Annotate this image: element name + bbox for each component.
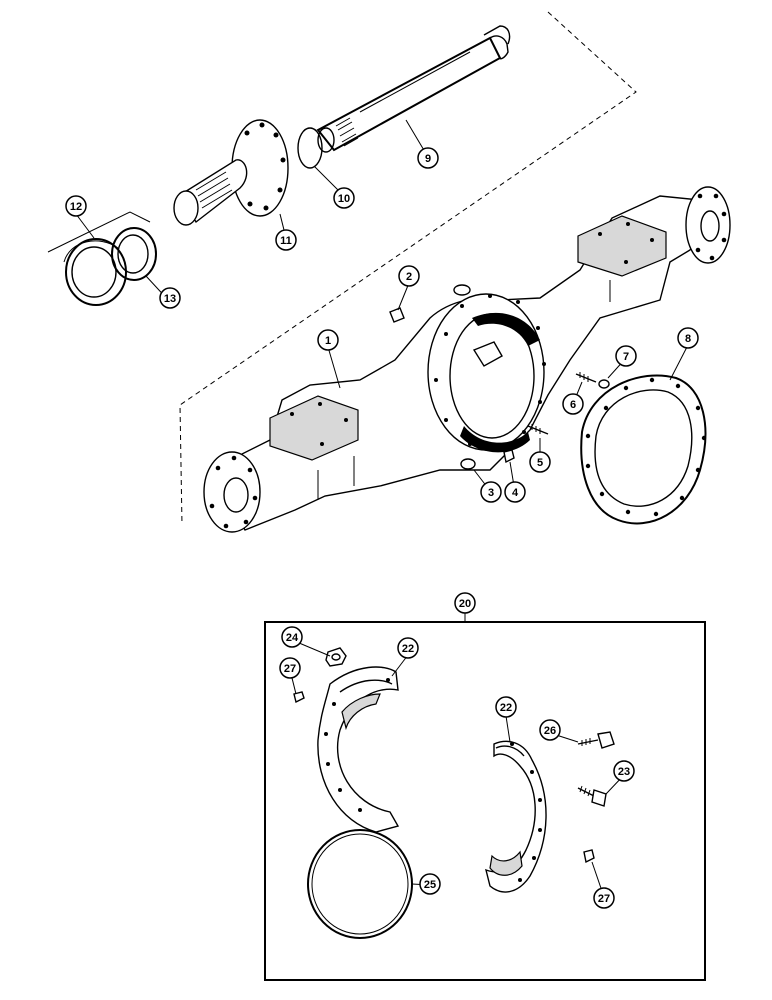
- callout-circle: [480, 481, 502, 503]
- fitting-4: [503, 449, 515, 464]
- washer-7: [598, 379, 610, 389]
- callout-c7: 7: [615, 345, 637, 367]
- callout-circle: [495, 696, 517, 718]
- stud-6: [575, 372, 597, 383]
- plug-3: [460, 458, 476, 470]
- callout-c27b: 27: [593, 887, 615, 909]
- callout-circle: [677, 327, 699, 349]
- callout-c6: 6: [562, 393, 584, 415]
- callout-number: 8: [685, 333, 691, 345]
- kit-box: [264, 621, 706, 981]
- callout-c8: 8: [677, 327, 699, 349]
- callout-circle: [529, 451, 551, 473]
- callout-number: 26: [544, 725, 556, 737]
- callout-number: 23: [618, 766, 630, 778]
- callout-circle: [615, 345, 637, 367]
- gasket: [580, 374, 707, 525]
- callout-circle: [279, 657, 301, 679]
- seal-rings: [47, 211, 157, 306]
- callout-c25: 25: [419, 873, 441, 895]
- callout-number: 24: [286, 632, 299, 644]
- o-ring-25: [307, 829, 413, 939]
- axle-shaft: [316, 25, 511, 153]
- fitting-27-bottom: [583, 849, 595, 864]
- callout-c23: 23: [613, 760, 635, 782]
- callout-circle: [419, 873, 441, 895]
- callout-circle: [539, 719, 561, 741]
- callout-number: 2: [406, 271, 412, 283]
- callout-c22b: 22: [495, 696, 517, 718]
- callout-number: 6: [570, 399, 576, 411]
- callout-c13: 13: [159, 287, 181, 309]
- callout-c5: 5: [529, 451, 551, 473]
- bolt-23: [577, 785, 607, 807]
- callout-number: 12: [70, 201, 82, 213]
- fitting-27-top: [293, 691, 305, 704]
- callout-c20: 20: [454, 592, 476, 614]
- callout-number: 11: [280, 235, 292, 247]
- callout-circle: [593, 887, 615, 909]
- callout-number: 10: [338, 193, 350, 205]
- stud-5: [527, 424, 549, 435]
- callout-number: 13: [164, 293, 176, 305]
- callout-c9: 9: [417, 147, 439, 169]
- nut-24: [325, 647, 347, 667]
- callout-c27a: 27: [279, 657, 301, 679]
- callout-circle: [562, 393, 584, 415]
- o-ring: [297, 127, 323, 169]
- callout-c22a: 22: [397, 637, 419, 659]
- callout-circle: [417, 147, 439, 169]
- callout-number: 9: [425, 153, 431, 165]
- callout-number: 7: [623, 351, 629, 363]
- bearing-cap-left: [317, 666, 400, 833]
- flanged-hub: [173, 119, 289, 226]
- callout-number: 3: [488, 487, 494, 499]
- callout-number: 1: [325, 335, 331, 347]
- callout-c24: 24: [281, 626, 303, 648]
- callout-circle: [275, 229, 297, 251]
- callout-circle: [398, 265, 420, 287]
- callout-c11: 11: [275, 229, 297, 251]
- callout-number: 5: [537, 457, 543, 469]
- callout-number: 27: [598, 893, 610, 905]
- callout-circle: [333, 187, 355, 209]
- callout-circle: [65, 195, 87, 217]
- callout-number: 22: [402, 643, 414, 655]
- plug-2: [389, 307, 405, 323]
- callout-circle: [504, 481, 526, 503]
- callout-circle: [281, 626, 303, 648]
- callout-c10: 10: [333, 187, 355, 209]
- callout-circle: [159, 287, 181, 309]
- callout-c3: 3: [480, 481, 502, 503]
- callout-circle: [454, 592, 476, 614]
- callout-c2: 2: [398, 265, 420, 287]
- assembly-dashed-line: [179, 11, 637, 526]
- callout-circle: [397, 637, 419, 659]
- callout-number: 4: [512, 487, 519, 499]
- callout-number: 22: [500, 702, 512, 714]
- callout-circle: [317, 329, 339, 351]
- bolt-26: [577, 731, 615, 749]
- callout-number: 25: [424, 879, 436, 891]
- bearing-cap-right: [485, 740, 547, 893]
- callout-c26: 26: [539, 719, 561, 741]
- callout-c1: 1: [317, 329, 339, 351]
- callout-c12: 12: [65, 195, 87, 217]
- callout-number: 20: [459, 598, 471, 610]
- callout-circle: [613, 760, 635, 782]
- callout-number: 27: [284, 663, 296, 675]
- callout-c4: 4: [504, 481, 526, 503]
- axle-housing: [203, 186, 731, 533]
